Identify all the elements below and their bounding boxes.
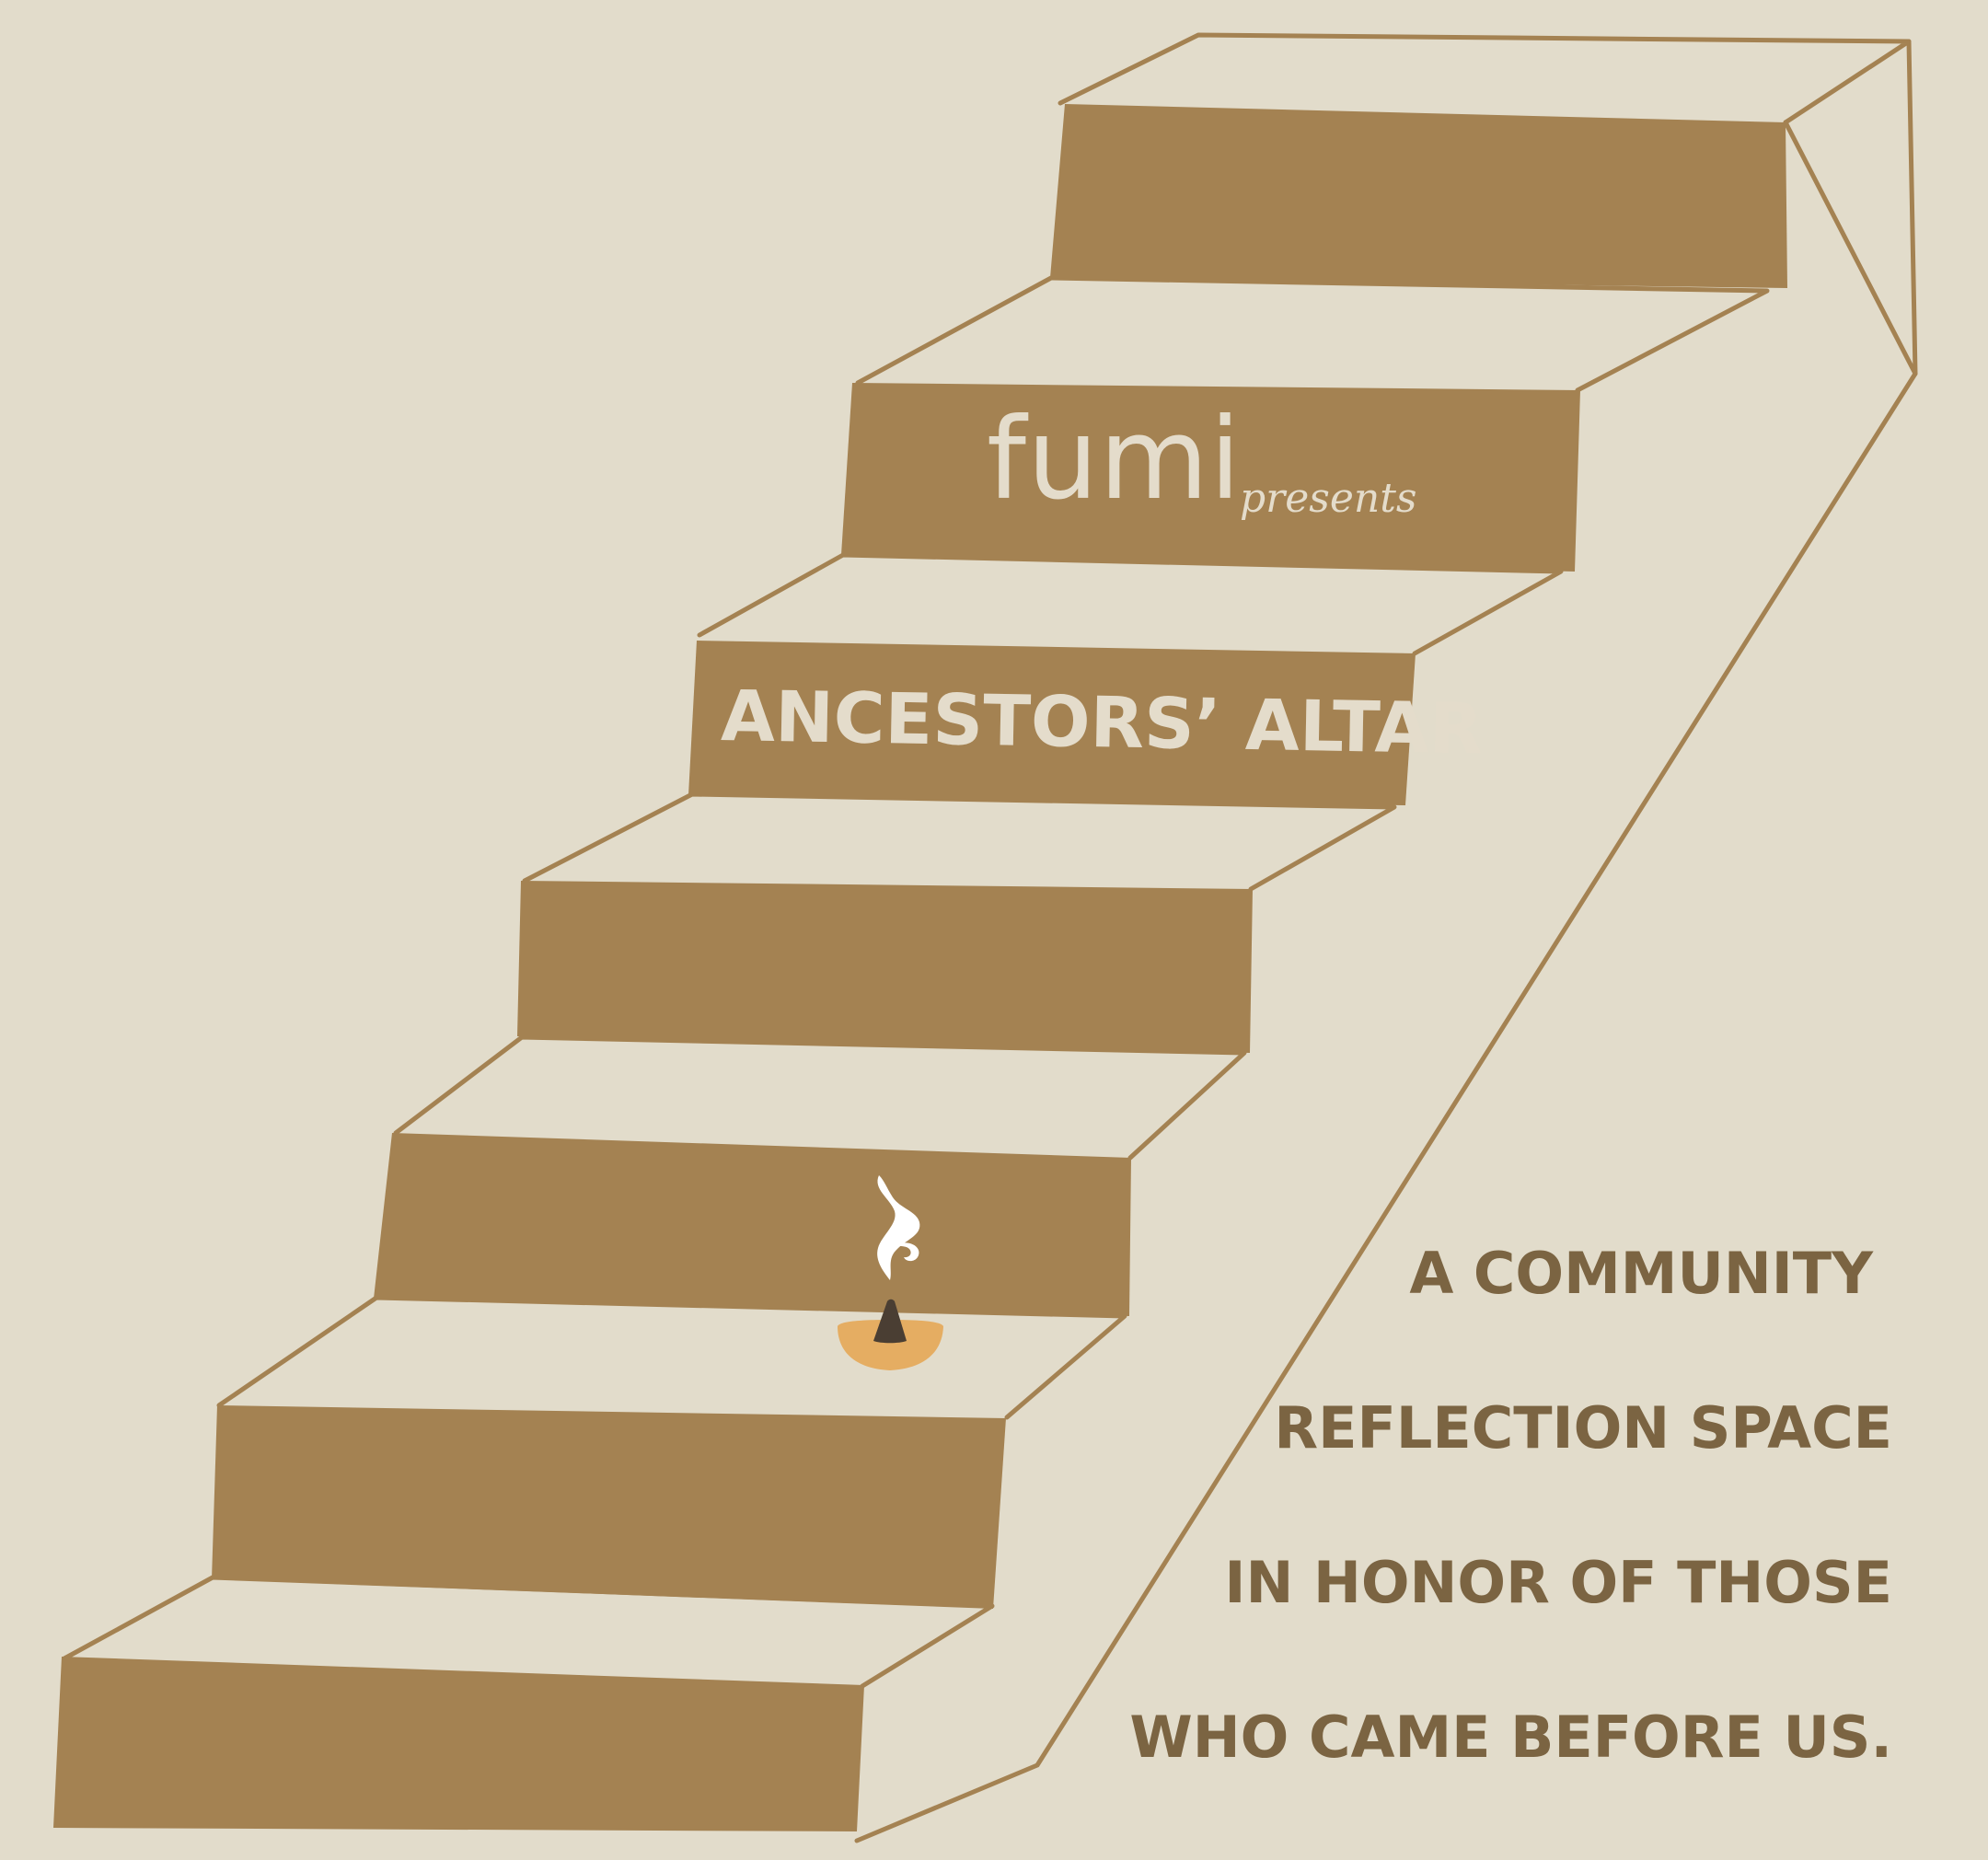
riser-3	[688, 641, 1416, 805]
tagline-line-3: IN HONOR OF THOSE	[1224, 1549, 1892, 1616]
tagline-line-1: A COMMUNITY	[1409, 1240, 1873, 1307]
tread-2-outline	[697, 552, 1564, 656]
incense-smoke-icon	[877, 1175, 920, 1280]
riser-1	[1050, 104, 1787, 288]
riser-5	[374, 1133, 1131, 1316]
tread-1-outline	[855, 275, 1770, 393]
tread-4-outline	[393, 1034, 1247, 1161]
presents-label: presents	[1240, 475, 1417, 522]
incense-cone-icon	[873, 1299, 907, 1344]
top-landing-outline	[1058, 32, 1912, 125]
riser-6	[212, 1405, 1006, 1609]
riser-4	[517, 881, 1253, 1053]
riser-7	[53, 1657, 864, 1831]
riser-2	[841, 383, 1580, 572]
tagline-line-2: REFLECTION SPACE	[1274, 1394, 1892, 1461]
tread-5-outline	[216, 1295, 1127, 1420]
incense-icon	[838, 1175, 943, 1370]
side-wall-top-edge	[1783, 120, 1918, 376]
tagline-line-4: WHO CAME BEFORE US.	[1129, 1704, 1892, 1771]
incense-smoke-wisp-icon	[895, 1242, 919, 1262]
event-title: ANCESTORS’ ALTAR	[720, 675, 1484, 770]
tread-3-outline	[522, 791, 1397, 892]
brand-logo: fumi	[987, 394, 1242, 525]
incense-bowl-icon	[838, 1320, 943, 1370]
side-wall-outline	[854, 39, 1918, 1843]
